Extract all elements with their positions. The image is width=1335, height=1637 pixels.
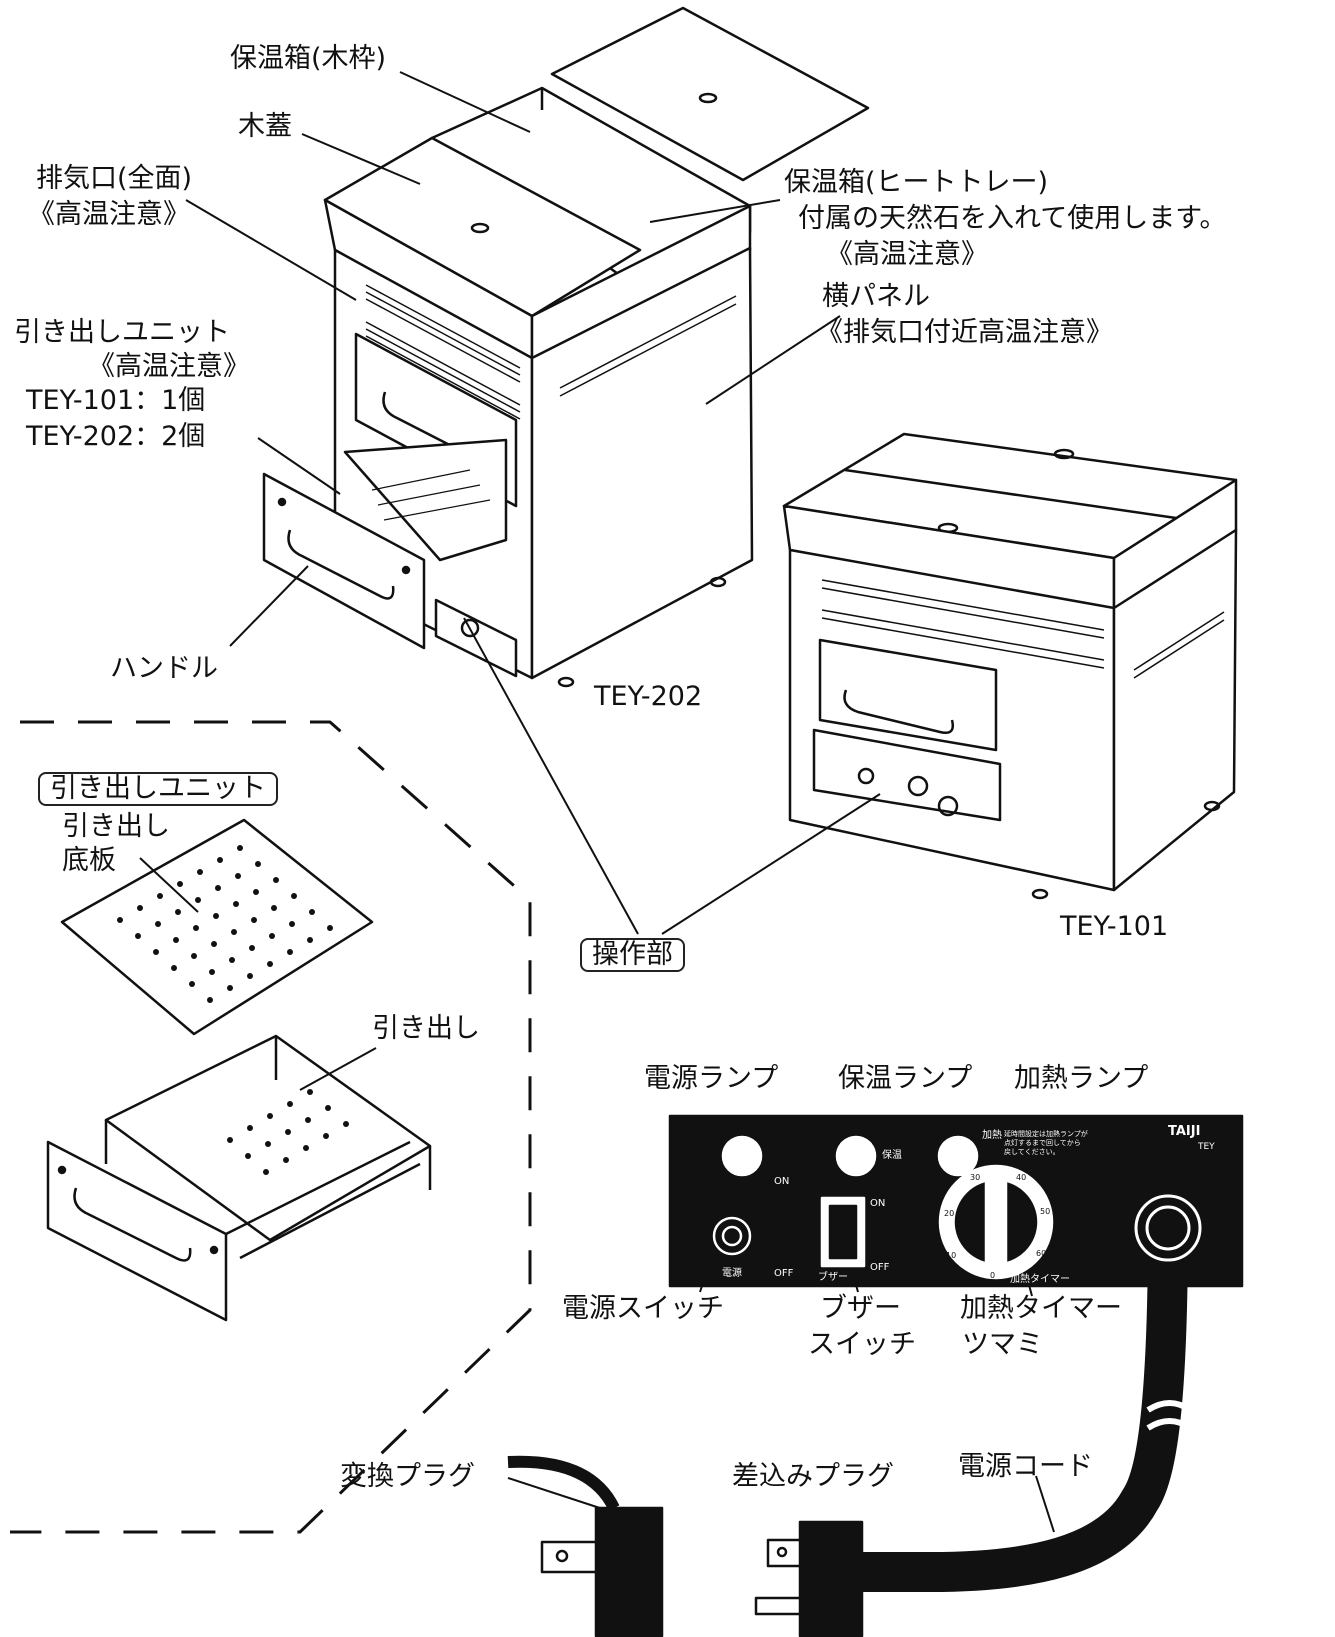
keep-lamp-icon xyxy=(835,1135,877,1177)
label-count-101: TEY-101：1個 xyxy=(26,385,206,416)
panel-dial-mark-20: 20 xyxy=(944,1209,955,1218)
panel-dial-mark-50: 50 xyxy=(1040,1207,1051,1216)
label-drawer-bottom-2: 底板 xyxy=(62,845,116,876)
adapter-plug-body xyxy=(594,1506,664,1637)
label-buzzer-switch-1: ブザー xyxy=(820,1293,901,1324)
label-side-panel: 横パネル xyxy=(822,281,930,312)
panel-note-1: 延時間設定は加熱ランプが xyxy=(1004,1130,1088,1138)
label-side-panel-note: 《排気口付近高温注意》 xyxy=(816,317,1113,348)
panel-dial-mark-40: 40 xyxy=(1016,1173,1027,1182)
label-keep-lamp: 保温ランプ xyxy=(838,1063,973,1094)
panel-model: TEY xyxy=(1198,1142,1215,1152)
power-switch-icon xyxy=(712,1216,752,1256)
panel-power-text: 電源 xyxy=(722,1268,742,1279)
label-drawer-bottom-1: 引き出し xyxy=(62,811,170,842)
panel-off-2: OFF xyxy=(870,1262,890,1273)
drawer-bottom-plate xyxy=(60,818,374,1036)
panel-buzzer-text: ブザー xyxy=(818,1272,848,1283)
panel-off-1: OFF xyxy=(774,1268,794,1279)
label-heat-tray-caution: 《高温注意》 xyxy=(826,239,988,270)
label-drawer: 引き出し xyxy=(372,1013,480,1044)
label-exhaust-port-note: 《高温注意》 xyxy=(28,199,190,230)
power-lamp-icon xyxy=(721,1135,763,1177)
heat-lamp-icon xyxy=(937,1135,979,1177)
label-drawer-unit: 引き出しユニット xyxy=(14,317,230,348)
panel-on-1: ON xyxy=(774,1176,790,1187)
label-control-section: 操作部 xyxy=(580,938,685,972)
label-power-lamp: 電源ランプ xyxy=(644,1063,779,1094)
label-hoonbako-wood: 保温箱(木枠) xyxy=(230,43,387,74)
label-heat-tray: 保温箱(ヒートトレー) xyxy=(784,167,1049,198)
power-cord xyxy=(842,1221,1188,1592)
panel-keep-text: 保温 xyxy=(882,1150,902,1161)
adapter-cord xyxy=(507,1455,620,1511)
power-plug-body xyxy=(798,1520,864,1637)
panel-brand: TAIJI xyxy=(1168,1124,1201,1139)
label-model-101: TEY-101 xyxy=(1060,911,1169,942)
drawer-unit-dashed-border xyxy=(10,720,532,1534)
label-drawer-unit-boxed: 引き出しユニット xyxy=(38,772,278,806)
panel-dial-mark-10: 10 xyxy=(946,1251,957,1260)
panel-timer-text: 加熱タイマー xyxy=(1010,1274,1070,1285)
label-model-202: TEY-202 xyxy=(594,681,703,712)
tey-202-illustration xyxy=(262,6,870,688)
label-power-cord: 電源コード xyxy=(958,1451,1093,1482)
label-heat-lamp: 加熱ランプ xyxy=(1014,1063,1149,1094)
tey-101-illustration xyxy=(782,432,1238,900)
drawer-illustration xyxy=(46,1034,432,1322)
panel-dial-mark-30: 30 xyxy=(970,1173,981,1182)
label-timer-knob-2: ツマミ xyxy=(962,1329,1043,1360)
drawer-front-panel xyxy=(46,1140,228,1322)
label-buzzer-switch-2: スイッチ xyxy=(808,1329,916,1360)
label-exhaust-port: 排気口(全面) xyxy=(36,163,193,194)
exhaust-vent-front xyxy=(365,284,521,420)
panel-on-2: ON xyxy=(870,1198,886,1209)
label-heat-tray-note: 付属の天然石を入れて使用します。 xyxy=(798,203,1227,234)
label-handle: ハンドル xyxy=(110,653,218,684)
panel-heat-text: 加熱 xyxy=(982,1130,1002,1141)
label-adapter-plug: 変換プラグ xyxy=(340,1461,475,1492)
pulled-drawer-front xyxy=(262,472,426,650)
label-wooden-lid: 木蓋 xyxy=(238,111,292,142)
label-power-switch: 電源スイッチ xyxy=(562,1293,724,1324)
label-plug: 差込みプラグ xyxy=(732,1461,894,1492)
label-count-202: TEY-202：2個 xyxy=(26,421,206,452)
body-side xyxy=(530,246,754,680)
cord-bushing-icon xyxy=(1134,1194,1202,1262)
panel-note-2: 点灯するまで回してから xyxy=(1004,1139,1081,1147)
panel-dial-mark-0: 0 xyxy=(990,1271,996,1280)
label-timer-knob-1: 加熱タイマー xyxy=(960,1293,1122,1324)
panel-dial-mark-60: 60 xyxy=(1036,1249,1047,1258)
label-drawer-unit-note: 《高温注意》 xyxy=(88,351,250,382)
tey-101-body-side xyxy=(1112,528,1238,892)
panel-note-3: 戻してください。 xyxy=(1004,1148,1060,1156)
